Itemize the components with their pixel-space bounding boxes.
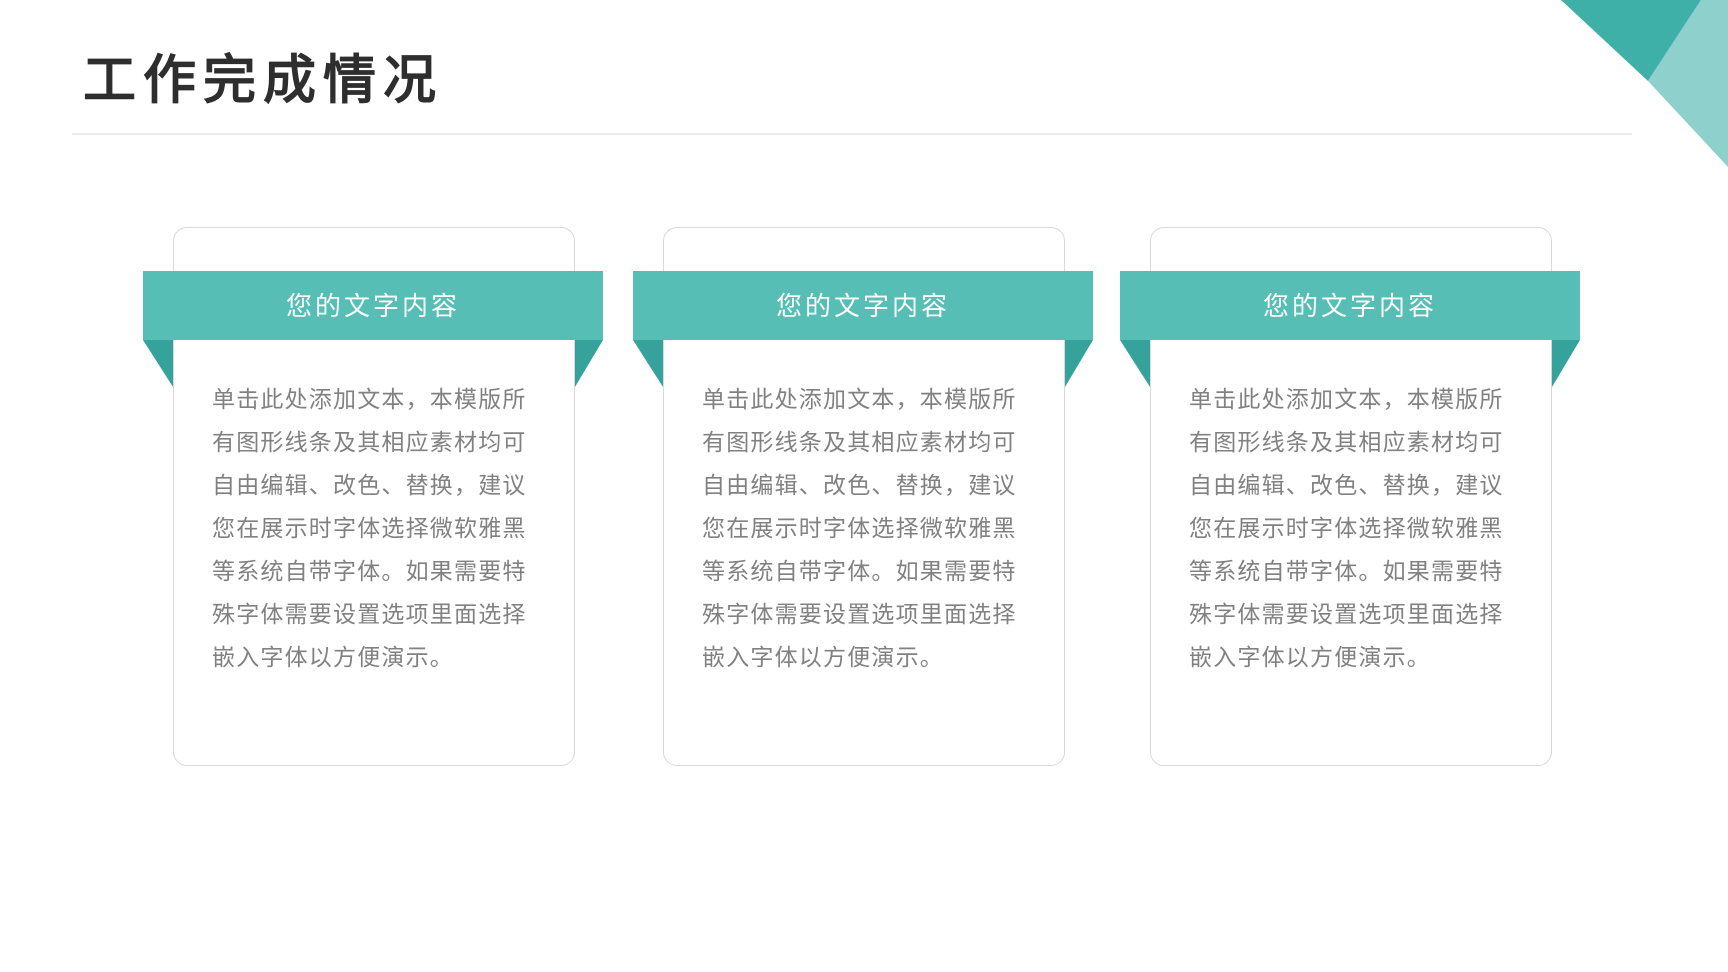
ribbon-label: 您的文字内容 <box>775 290 950 321</box>
card-body-text: 单击此处添加文本，本模版所有图形线条及其相应素材均可自由编辑、改色、替换，建议您… <box>702 386 1017 670</box>
corner-triangle-dark-icon <box>1561 0 1701 81</box>
ribbon-label: 您的文字内容 <box>1262 290 1437 321</box>
card-body-text: 单击此处添加文本，本模版所有图形线条及其相应素材均可自由编辑、改色、替换，建议您… <box>1189 386 1504 670</box>
ribbon-fold-left <box>633 340 663 387</box>
content-card-1: 单击此处添加文本，本模版所有图形线条及其相应素材均可自由编辑、改色、替换，建议您… <box>143 227 603 766</box>
card-body-text: 单击此处添加文本，本模版所有图形线条及其相应素材均可自由编辑、改色、替换，建议您… <box>212 386 527 670</box>
card-ribbon: 您的文字内容 <box>633 271 1093 340</box>
slide-title: 工作完成情况 <box>83 51 443 110</box>
ribbon-fold-right <box>1552 340 1580 387</box>
card-ribbon: 您的文字内容 <box>1120 271 1580 340</box>
ribbon-fold-right <box>575 340 603 387</box>
ribbon-label: 您的文字内容 <box>285 290 460 321</box>
ribbon-fold-left <box>1120 340 1150 387</box>
corner-decoration <box>1561 0 1728 167</box>
title-divider <box>72 133 1632 135</box>
content-card-2: 单击此处添加文本，本模版所有图形线条及其相应素材均可自由编辑、改色、替换，建议您… <box>633 227 1093 766</box>
card-ribbon: 您的文字内容 <box>143 271 603 340</box>
ribbon-fold-right <box>1065 340 1093 387</box>
corner-triangle-light-icon <box>1648 0 1728 167</box>
ribbon-fold-left <box>143 340 173 387</box>
content-card-3: 单击此处添加文本，本模版所有图形线条及其相应素材均可自由编辑、改色、替换，建议您… <box>1120 227 1580 766</box>
